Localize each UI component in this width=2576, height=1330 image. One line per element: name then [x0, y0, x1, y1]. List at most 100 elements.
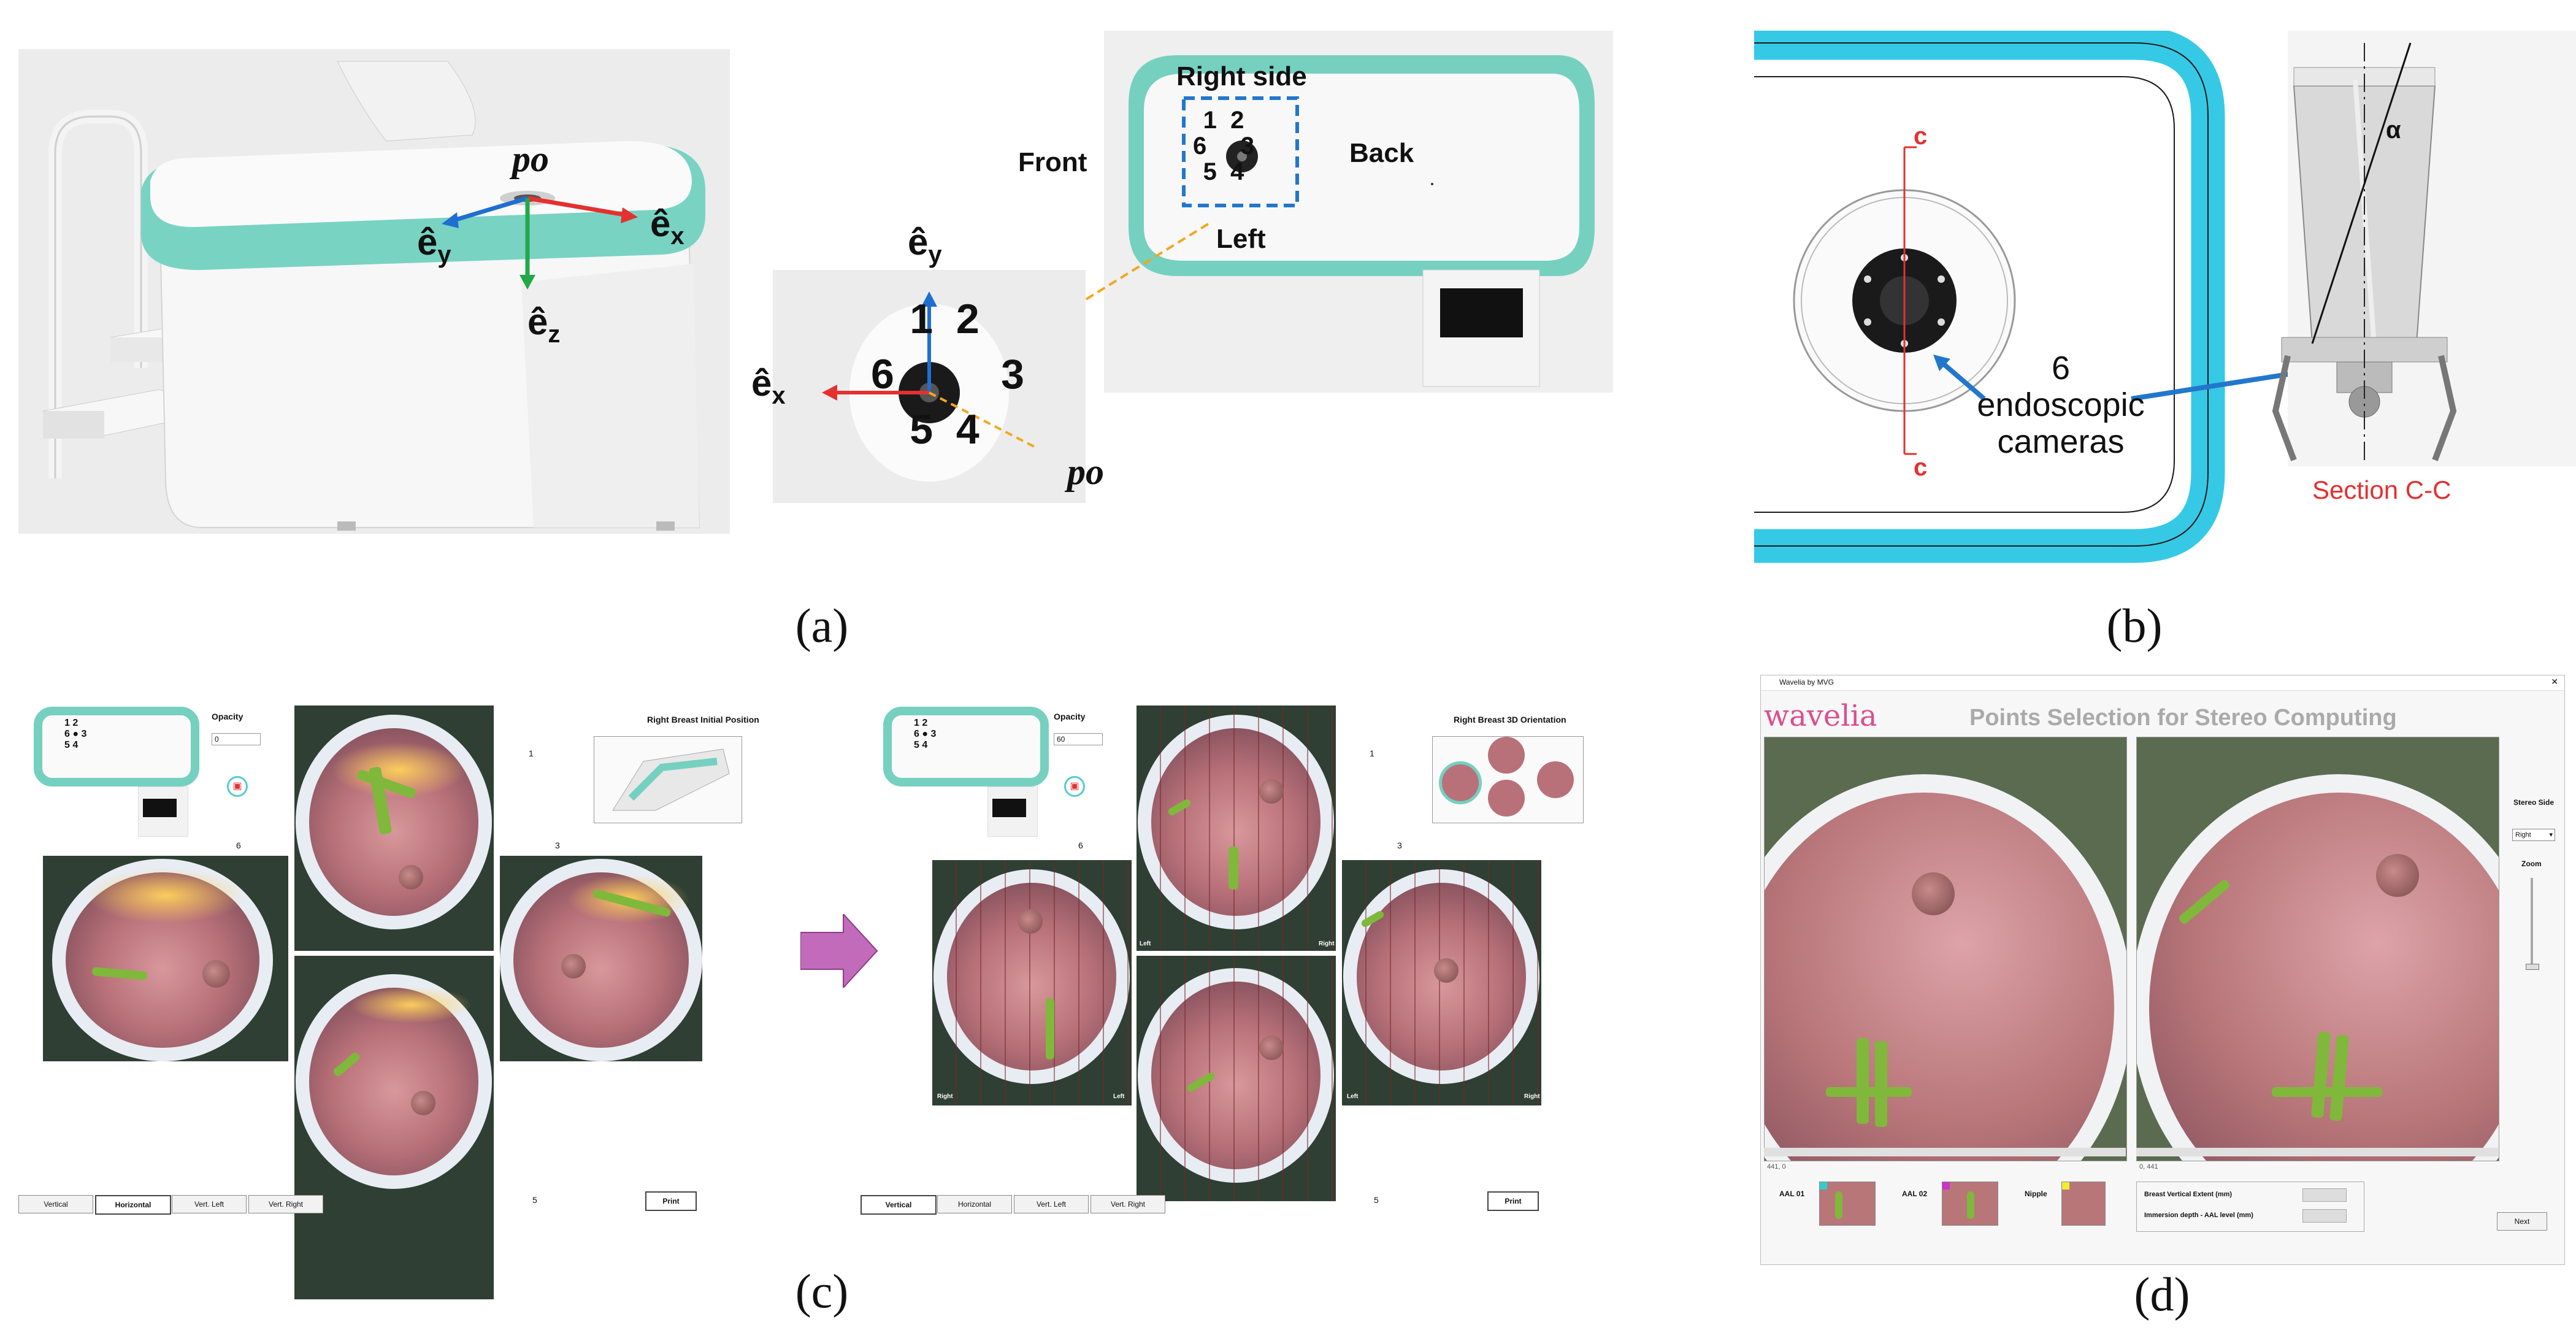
immersion-label: Immersion depth - AAL level (mm)	[2144, 1212, 2253, 1219]
label-endoscopic-cameras: 6 endoscopic cameras	[1977, 350, 2145, 460]
btn-horizontal-left[interactable]: Horizontal	[95, 1195, 171, 1215]
btn-vert-left-left[interactable]: Vert. Left	[172, 1195, 247, 1213]
title-3d-orientation: Right Breast 3D Orientation	[1454, 715, 1566, 725]
scrollbar-left[interactable]	[1764, 1148, 2126, 1156]
orientation-thumbnail-right	[1432, 736, 1584, 823]
zoomed-camera-view	[773, 270, 1086, 503]
scrollbar-right[interactable]	[2136, 1148, 2498, 1156]
coord-left: 441, 0	[1767, 1163, 1786, 1170]
coord-right: 0, 441	[2139, 1163, 2158, 1170]
cam-num-5-right: 5	[1374, 1195, 1379, 1205]
aal01-label: AAL 01	[1779, 1190, 1805, 1198]
btn-vertical-right[interactable]: Vertical	[861, 1195, 937, 1215]
camera-image-3-left[interactable]	[500, 856, 702, 1061]
camera-image-6-left[interactable]	[43, 856, 288, 1061]
panel-b: c c 6 endoscopic cameras α Section C-C (…	[1754, 31, 2576, 663]
opacity-input-left[interactable]: 0	[212, 733, 261, 745]
camera-image-3-right[interactable]	[1342, 860, 1541, 1105]
stereo-image-right[interactable]	[2136, 737, 2499, 1161]
label-c-top: c	[1914, 123, 1928, 150]
bed-top-view	[1104, 31, 1613, 393]
label-ey-zoom: êy	[908, 221, 942, 268]
cam-num-1-left: 1	[529, 748, 534, 758]
label-ez-top: êz	[527, 301, 561, 348]
cross-section-diagram	[1754, 31, 2576, 563]
save-icon-left[interactable]: ▣	[227, 776, 248, 797]
aal01-thumb[interactable]	[1819, 1182, 1876, 1226]
next-button[interactable]: Next	[2497, 1212, 2547, 1231]
stereo-side-select[interactable]: Right▾	[2512, 829, 2555, 841]
label-alpha: α	[2386, 117, 2401, 144]
panel-label-b: (b)	[2106, 599, 2163, 652]
immersion-value	[2302, 1209, 2347, 1223]
label-right-side: Right side	[1176, 61, 1307, 91]
title-initial-position: Right Breast Initial Position	[647, 715, 759, 725]
opacity-label-left: Opacity	[212, 712, 243, 721]
cam-num-6-left: 6	[236, 840, 241, 850]
btn-vert-right-right[interactable]: Vert. Right	[1091, 1195, 1165, 1213]
panel-a: po êy êx êz Right side Front Back Left 1…	[0, 0, 1613, 663]
orientation-thumbnail-left	[594, 736, 742, 823]
btn-vert-right-left[interactable]: Vert. Right	[248, 1195, 323, 1213]
stereo-image-left[interactable]	[1764, 737, 2127, 1161]
mini-bed-left: 1 2 6 ● 3 5 4	[34, 707, 199, 837]
nipple-thumb[interactable]	[2061, 1182, 2106, 1226]
opacity-label-right: Opacity	[1054, 712, 1086, 721]
panel-label-a: (a)	[795, 599, 849, 652]
stereo-side-label: Stereo Side	[2513, 798, 2555, 807]
label-po-zoom: po	[1067, 452, 1104, 492]
zoom-slider-thumb[interactable]	[2526, 964, 2539, 970]
label-po-top: po	[512, 139, 549, 179]
btn-horizontal-right[interactable]: Horizontal	[937, 1195, 1012, 1213]
zoom-slider[interactable]	[2526, 878, 2539, 970]
opacity-input-right[interactable]: 60	[1054, 733, 1103, 745]
label-section-cc: Section C-C	[2312, 475, 2451, 504]
aal02-label: AAL 02	[1902, 1190, 1928, 1198]
extent-value	[2302, 1188, 2347, 1202]
close-icon[interactable]: ✕	[2551, 677, 2558, 686]
camera-image-4-left[interactable]	[294, 956, 494, 1299]
window-title: Wavelia by MVG	[1779, 678, 1834, 686]
aal02-thumb[interactable]	[1942, 1182, 1998, 1226]
cam-num-3-right: 3	[1397, 840, 1402, 850]
label-front: Front	[1018, 147, 1087, 177]
save-icon-right[interactable]: ▣	[1064, 776, 1085, 797]
extent-label: Breast Vertical Extent (mm)	[2144, 1191, 2233, 1198]
corner-label-1-right-a: Left	[1140, 940, 1151, 947]
cam-num-6-right: 6	[1078, 840, 1083, 850]
camera-image-1-right[interactable]	[1137, 705, 1336, 951]
transition-arrow	[800, 914, 878, 988]
btn-print-left[interactable]: Print	[645, 1191, 697, 1211]
mini-bed-right: 1 2 6 ● 3 5 4	[883, 707, 1049, 837]
panel-label-c: (c)	[795, 1264, 849, 1318]
camera-image-1-left[interactable]	[294, 705, 494, 951]
page-heading: Points Selection for Stereo Computing	[1969, 705, 2397, 731]
panel-c: 1 2 6 ● 3 5 4 Opacity 0 ▣ 1 6 3 5 Right …	[0, 699, 1595, 1330]
label-c-bottom: c	[1914, 454, 1928, 481]
panel-label-d: (d)	[2134, 1267, 2190, 1321]
camera-image-4-right[interactable]	[1137, 956, 1336, 1201]
corner-label-1-right-b: Right	[1319, 940, 1335, 947]
zoom-label: Zoom	[2521, 859, 2542, 868]
corner-label-3-right-a: Left	[1347, 1093, 1359, 1100]
wavelia-logo: wavelia	[1764, 699, 1877, 733]
label-left: Left	[1216, 224, 1266, 254]
camera-image-6-right[interactable]	[932, 860, 1132, 1105]
cam-num-5-left: 5	[532, 1195, 537, 1205]
bed-render	[18, 49, 730, 534]
label-back: Back	[1349, 138, 1414, 168]
window-title-bar: Wavelia by MVG ✕	[1761, 675, 2564, 691]
label-ex-zoom: êx	[751, 363, 786, 409]
btn-print-right[interactable]: Print	[1487, 1191, 1539, 1211]
btn-vertical-left[interactable]: Vertical	[18, 1195, 93, 1213]
cam-num-3-left: 3	[555, 840, 560, 850]
cam-num-1-right: 1	[1370, 748, 1374, 758]
btn-vert-left-right[interactable]: Vert. Left	[1014, 1195, 1089, 1213]
label-ex-top: êx	[650, 203, 684, 250]
chevron-down-icon: ▾	[2549, 831, 2553, 839]
nipple-label: Nipple	[2025, 1190, 2047, 1198]
corner-label-6-right-b: Left	[1113, 1093, 1125, 1100]
corner-label-6-right-a: Right	[937, 1093, 953, 1100]
corner-label-3-right-b: Right	[1524, 1093, 1540, 1100]
